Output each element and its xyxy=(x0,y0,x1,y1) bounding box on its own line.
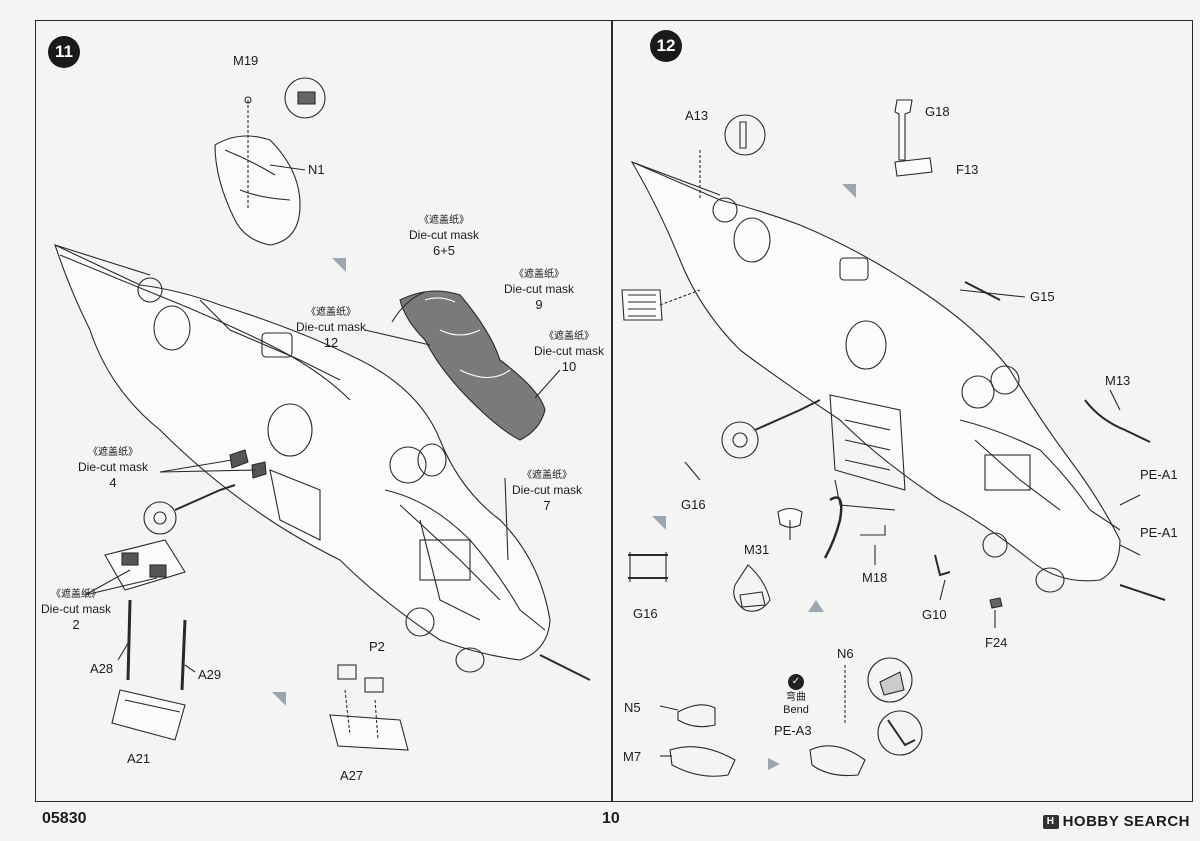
page-number: 10 xyxy=(602,810,620,827)
part-label-p2: P2 xyxy=(369,639,385,654)
die-cut-mask-4: 《遮盖纸》 Die-cut mask 4 xyxy=(77,447,148,490)
part-label-n6: N6 xyxy=(837,646,854,661)
part-label-m7: M7 xyxy=(623,749,642,764)
bend-instruction: ✓ 弯曲 Bend xyxy=(783,674,809,716)
bend-icon: ✓ xyxy=(788,674,804,690)
step-number-11: 11 xyxy=(48,36,80,68)
helicopter-fuselage-step11 xyxy=(54,243,591,681)
part-label-a13: A13 xyxy=(685,108,709,123)
part-label-g16-bottom: G16 xyxy=(633,606,658,621)
part-label-pe-a3: PE-A3 xyxy=(774,723,812,738)
part-g15 xyxy=(964,281,1001,301)
part-pe-detail-circles xyxy=(867,657,923,756)
part-label-f13: F13 xyxy=(956,162,979,177)
part-label-a27: A27 xyxy=(340,768,364,783)
part-label-m31: M31 xyxy=(744,542,770,557)
part-g16-frame xyxy=(628,552,668,582)
part-a13-detail xyxy=(699,114,766,200)
part-f24 xyxy=(989,597,1003,609)
part-label-a28: A28 xyxy=(90,661,114,676)
part-label-n5: N5 xyxy=(624,700,641,715)
hobby-search-logo-icon: H xyxy=(1042,814,1059,829)
die-cut-mask-9: 《遮盖纸》 Die-cut mask 9 xyxy=(503,269,574,312)
part-g18-f13 xyxy=(894,99,933,177)
part-label-g16-top: G16 xyxy=(681,497,706,512)
part-g16-grille xyxy=(621,289,701,321)
part-m18-hose xyxy=(823,496,886,559)
helicopter-fuselage-step12 xyxy=(630,160,1166,601)
part-label-m18: M18 xyxy=(862,570,888,585)
part-n5-m7 xyxy=(669,704,866,777)
kit-code: 05830 xyxy=(42,810,87,827)
part-label-a21: A21 xyxy=(127,751,151,766)
die-cut-mask-12: 《遮盖纸》 Die-cut mask 12 xyxy=(295,307,366,350)
die-cut-mask-7: 《遮盖纸》 Die-cut mask 7 xyxy=(511,470,582,513)
step-number-12: 12 xyxy=(650,30,682,62)
die-cut-mask-6-5: 《遮盖纸》 Die-cut mask 6+5 xyxy=(408,215,479,258)
part-a21-ladder xyxy=(104,539,187,741)
step-divider xyxy=(611,20,613,802)
part-n1 xyxy=(214,77,326,246)
watermark: H HOBBY SEARCH xyxy=(1042,813,1190,830)
canopy-mask-part xyxy=(391,290,546,441)
part-label-pe-a1-top: PE-A1 xyxy=(1140,467,1178,482)
part-label-g18: G18 xyxy=(925,104,950,119)
part-label-pe-a1-bottom: PE-A1 xyxy=(1140,525,1178,540)
part-label-m19: M19 xyxy=(233,53,259,68)
die-cut-mask-10: 《遮盖纸》 Die-cut mask 10 xyxy=(533,331,604,374)
part-g10 xyxy=(934,554,951,577)
part-m13 xyxy=(1084,399,1151,443)
direction-arrows xyxy=(272,184,856,770)
page-frame xyxy=(35,20,1193,802)
part-m31 xyxy=(733,507,803,612)
part-label-a29: A29 xyxy=(198,667,222,682)
part-label-n1: N1 xyxy=(308,162,325,177)
part-label-g10: G10 xyxy=(922,607,947,622)
part-label-g15: G15 xyxy=(1030,289,1055,304)
part-label-f24: F24 xyxy=(985,635,1008,650)
part-label-m13: M13 xyxy=(1105,373,1131,388)
die-cut-mask-2: 《遮盖纸》 Die-cut mask 2 xyxy=(40,589,111,632)
part-a27 xyxy=(329,664,409,751)
